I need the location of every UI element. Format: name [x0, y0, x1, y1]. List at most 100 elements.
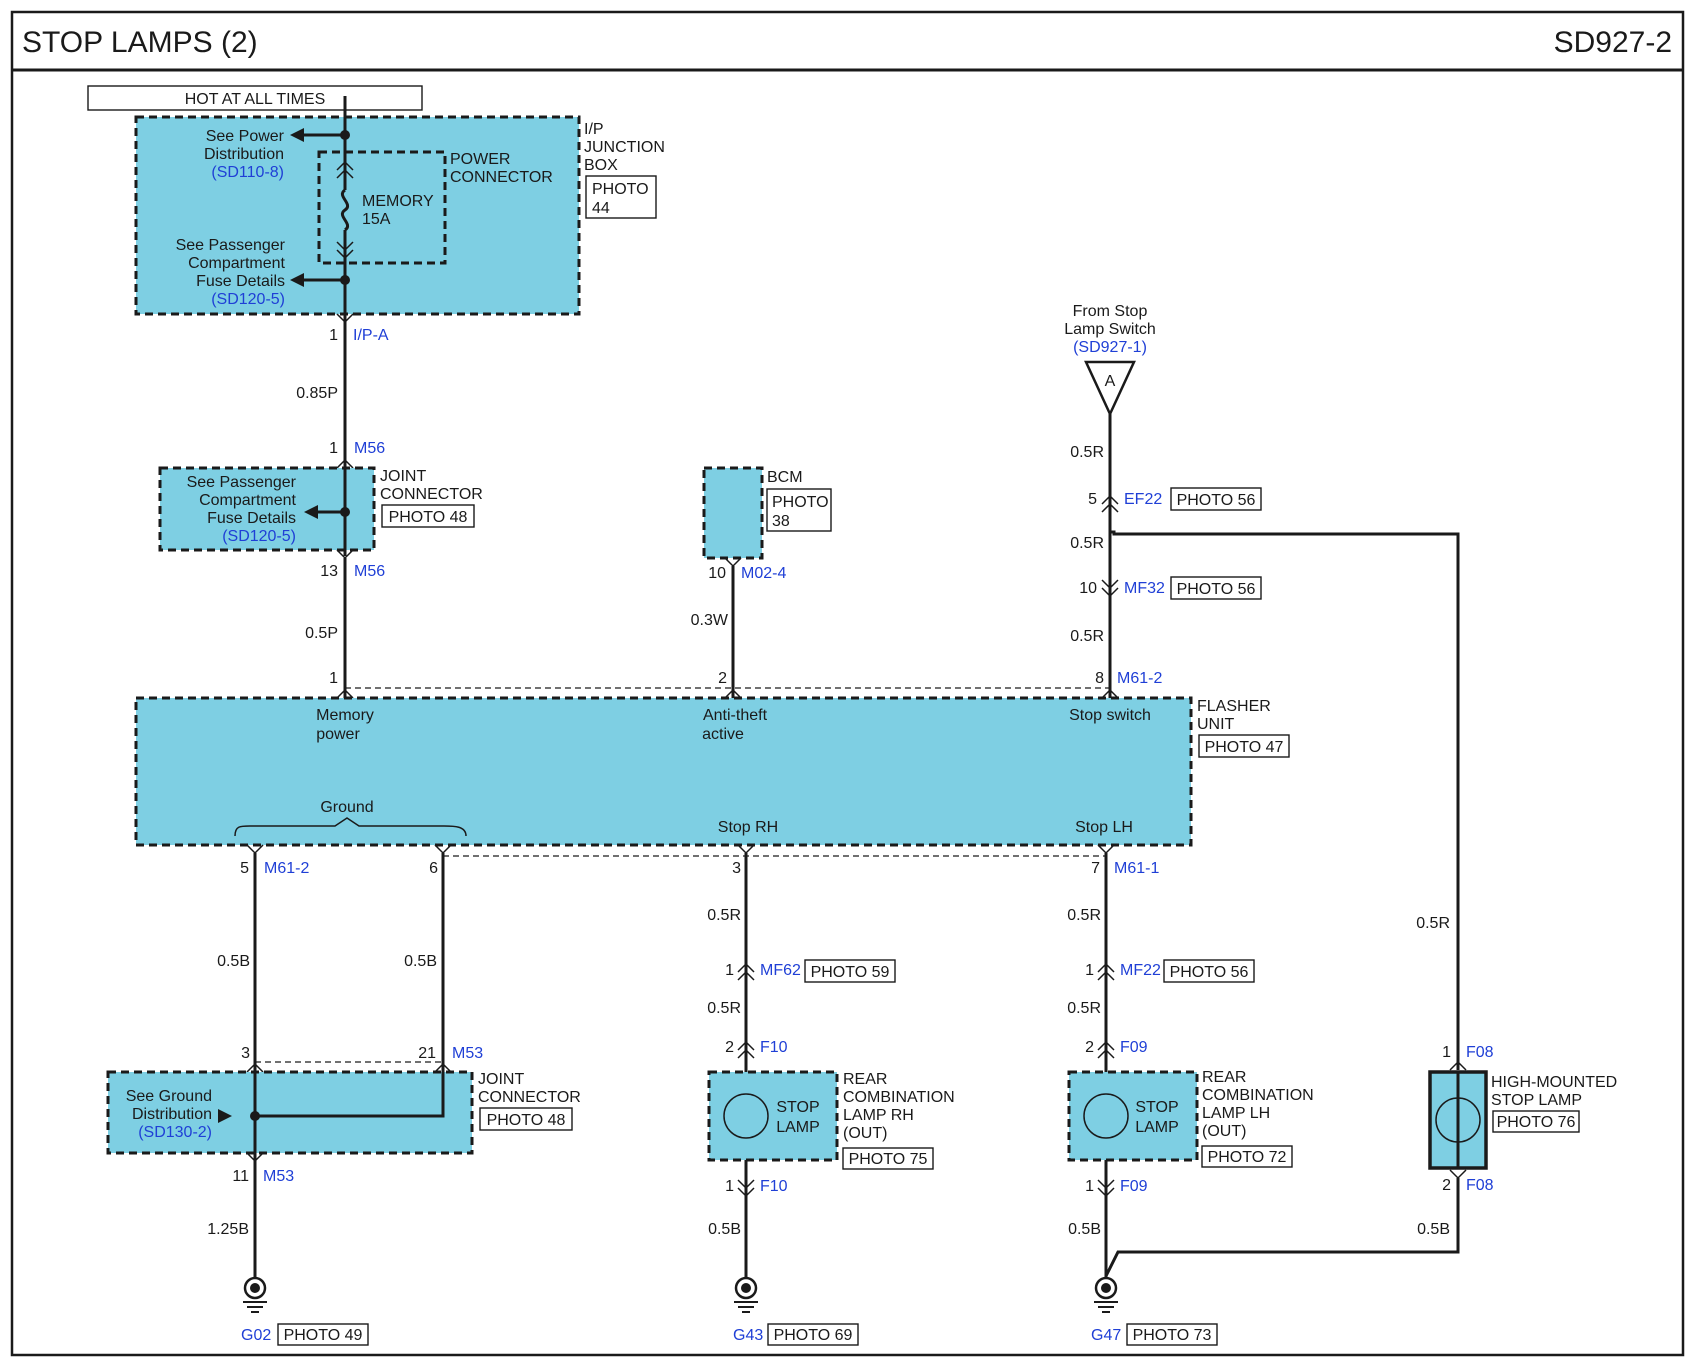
f10-connector-bottom[interactable]: F10	[760, 1178, 788, 1195]
diagram-frame	[10, 10, 1685, 1357]
rh-label-4: (OUT)	[843, 1125, 887, 1142]
lamp-bulb-icon	[1083, 1093, 1129, 1139]
see-fuse-text-3: Fuse Details	[196, 273, 285, 290]
f09-connector-bottom[interactable]: F09	[1120, 1178, 1148, 1195]
bcm-photo-box	[766, 488, 832, 532]
wire-05p-label: 0.5P	[305, 625, 338, 642]
f08-connector-top[interactable]: F08	[1466, 1044, 1494, 1061]
bcm-box	[702, 466, 764, 560]
f10-connector-top[interactable]: F10	[760, 1039, 788, 1056]
mf62-photo: PHOTO 59	[811, 964, 890, 981]
joint-top-see-ref[interactable]: (SD120-5)	[222, 528, 296, 545]
fuse-terminal-bottom-icon	[336, 241, 354, 260]
stop-switch-source-1: From Stop	[1073, 303, 1148, 320]
see-power-text-1: See Power	[206, 128, 285, 145]
rh-label-1: REAR	[843, 1071, 887, 1088]
ip-junction-photo-box	[585, 175, 657, 219]
rear-combination-lamp-lh	[1067, 1070, 1199, 1162]
connector-inline-icon	[737, 1040, 755, 1059]
mf62-connector[interactable]: MF62	[760, 962, 801, 979]
mf22-connector[interactable]: MF22	[1120, 962, 1161, 979]
mf62-pin: 1	[725, 962, 734, 979]
ground-g47[interactable]: G47	[1091, 1327, 1121, 1344]
memory-fuse-label-2: 15A	[362, 211, 391, 228]
flasher-antitheft-2: active	[702, 726, 744, 743]
wire-085p-label: 0.85P	[296, 385, 338, 402]
f08-bottom-pin: 2	[1442, 1177, 1451, 1194]
hm-photo: PHOTO 76	[1497, 1114, 1576, 1131]
wire-05b-lh: 0.5B	[1068, 1221, 1101, 1238]
flasher-photo-box	[1198, 734, 1290, 758]
lh-label-1: REAR	[1202, 1069, 1246, 1086]
m53-pin-b: 21	[418, 1045, 436, 1062]
m56-connector-top[interactable]: M56	[354, 440, 385, 457]
joint-connector-top	[158, 466, 376, 552]
joint-bottom-see-1: See Ground	[126, 1088, 212, 1105]
joint-top-see-3: Fuse Details	[207, 510, 296, 527]
g47-photo-box	[1126, 1323, 1218, 1346]
lh-photo: PHOTO 72	[1208, 1149, 1287, 1166]
arrow-left-icon	[290, 273, 304, 287]
splice-dot	[250, 1111, 260, 1121]
m56-connector-bottom[interactable]: M56	[354, 563, 385, 580]
hm-photo-box	[1492, 1110, 1580, 1133]
f10-top-pin: 2	[725, 1039, 734, 1056]
see-fuse-ref[interactable]: (SD120-5)	[211, 291, 285, 308]
see-power-text-2: Distribution	[204, 146, 284, 163]
ground-symbol-icon	[734, 1276, 758, 1313]
ip-junction-box-label-3: BOX	[584, 157, 618, 174]
wire-05r-label-1: 0.5R	[1070, 444, 1104, 461]
ipa-connector-id[interactable]: I/P-A	[353, 327, 389, 344]
flasher-unit-label-1: FLASHER	[1197, 698, 1271, 715]
wire-05b-hm: 0.5B	[1417, 1221, 1450, 1238]
flasher-pin-stopswitch: 8	[1095, 670, 1104, 687]
m56-bottom-pin: 13	[320, 563, 338, 580]
gnd-pin-b: 6	[429, 860, 438, 877]
off-page-connector-icon[interactable]	[1084, 360, 1136, 417]
g43-photo-box	[767, 1323, 859, 1346]
flasher-memory-2: power	[316, 726, 360, 743]
m611-connector[interactable]: M61-1	[1114, 860, 1159, 877]
joint-bottom-photo-box	[479, 1107, 573, 1131]
see-power-ref[interactable]: (SD110-8)	[211, 164, 284, 181]
arrow-left-icon	[304, 505, 318, 519]
f08-connector-bottom[interactable]: F08	[1466, 1177, 1494, 1194]
flasher-unit	[134, 696, 1193, 847]
ef22-connector[interactable]: EF22	[1124, 491, 1162, 508]
ef22-photo: PHOTO 56	[1177, 492, 1256, 509]
joint-top-see-2: Compartment	[199, 492, 296, 509]
mf32-connector[interactable]: MF32	[1124, 580, 1165, 597]
rh-photo: PHOTO 75	[849, 1151, 928, 1168]
see-fuse-text-2: Compartment	[188, 255, 285, 272]
see-fuse-text-1: See Passenger	[176, 237, 286, 254]
power-connector-label-2: CONNECTOR	[450, 169, 553, 186]
ip-junction-photo-2: 44	[592, 200, 610, 217]
rear-combination-lamp-rh	[707, 1070, 839, 1162]
mf32-pin: 10	[1079, 580, 1097, 597]
m024-connector[interactable]: M02-4	[741, 565, 786, 582]
g47-photo: PHOTO 73	[1133, 1327, 1212, 1344]
stop-switch-source-ref[interactable]: (SD927-1)	[1073, 339, 1147, 356]
flasher-pin-memory: 1	[329, 670, 338, 687]
wire-03w-label: 0.3W	[691, 612, 729, 629]
connector-male-icon	[1449, 1169, 1467, 1180]
joint-bottom-see-ref[interactable]: (SD130-2)	[138, 1124, 212, 1141]
bcm-photo-1: PHOTO	[772, 494, 829, 511]
m612-connector-top[interactable]: M61-2	[1117, 670, 1162, 687]
ef22-pin: 5	[1088, 491, 1097, 508]
ground-g02[interactable]: G02	[241, 1327, 271, 1344]
ground-g43[interactable]: G43	[733, 1327, 763, 1344]
m53-connector-top[interactable]: M53	[452, 1045, 483, 1062]
f09-bottom-pin: 1	[1085, 1178, 1094, 1195]
rh-label-3: LAMP RH	[843, 1107, 914, 1124]
f09-connector-top[interactable]: F09	[1120, 1039, 1148, 1056]
m612-connector-bottom[interactable]: M61-2	[264, 860, 309, 877]
rh-stop-lamp-2: LAMP	[776, 1119, 820, 1136]
flasher-memory-1: Memory	[316, 707, 374, 724]
ipa-pin: 1	[329, 327, 338, 344]
connector-female-icon	[246, 1062, 264, 1073]
ip-junction-photo-1: PHOTO	[592, 181, 649, 198]
g02-photo: PHOTO 49	[284, 1327, 363, 1344]
m53-connector-bottom[interactable]: M53	[263, 1168, 294, 1185]
bcm-label: BCM	[767, 469, 803, 486]
